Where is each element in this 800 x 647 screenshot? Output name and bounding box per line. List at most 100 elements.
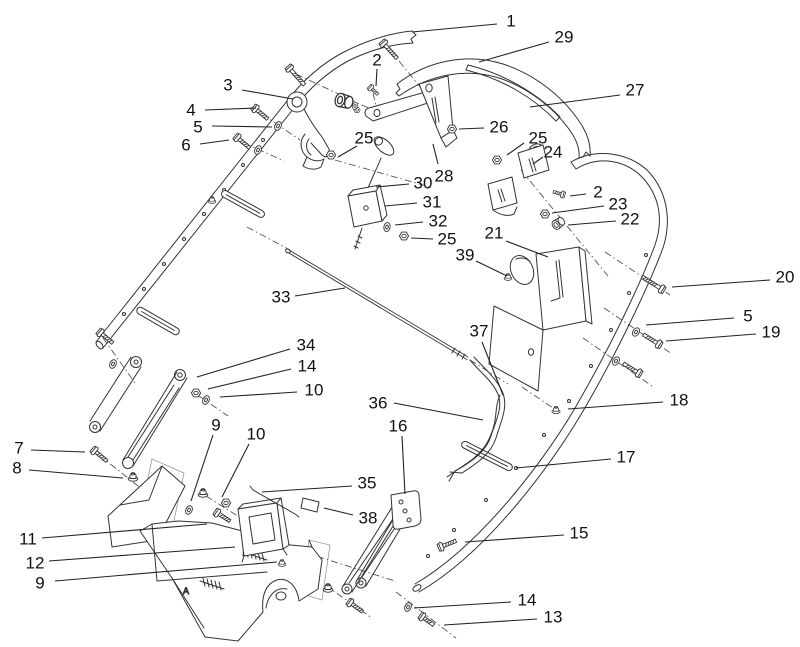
nut-glyph <box>220 498 232 508</box>
lower-handle-holes <box>426 253 648 558</box>
spacer-plate <box>300 497 320 513</box>
callout-label-23: 23 <box>609 195 628 214</box>
callout-label-30: 30 <box>414 174 433 193</box>
nut-glyph <box>491 155 503 165</box>
callout-label-14: 14 <box>298 357 317 376</box>
washer-glyph <box>254 145 262 155</box>
leader-line <box>515 458 612 469</box>
callout-label-18: 18 <box>670 391 689 410</box>
leader-line <box>54 561 278 582</box>
callout-label-29: 29 <box>555 28 574 47</box>
rope-guide <box>286 91 330 170</box>
callout-label-6: 6 <box>181 136 190 155</box>
callout-label-36: 36 <box>369 394 388 413</box>
leader-line <box>413 601 512 609</box>
bolt-glyph <box>621 361 644 379</box>
bolt-glyph <box>95 327 115 345</box>
leader-line <box>190 434 214 502</box>
leader-line <box>410 237 434 240</box>
callout-label-7: 7 <box>14 439 23 458</box>
leader-line <box>48 546 236 562</box>
leader-line <box>529 94 621 108</box>
bolt-glyph <box>641 332 664 350</box>
fnut-glyph <box>127 472 139 482</box>
leader-line <box>567 401 664 410</box>
bolt-glyph <box>232 132 252 150</box>
nut-glyph <box>190 388 202 398</box>
fastener-glyphs <box>89 38 667 628</box>
leader-line <box>464 534 565 543</box>
handle-mount-bracket <box>237 497 290 563</box>
nut-glyph <box>446 124 458 134</box>
callout-label-5: 5 <box>743 307 752 326</box>
pivot-bracket-right <box>487 143 550 216</box>
callout-label-9: 9 <box>35 574 44 593</box>
fnut-glyph <box>322 583 334 593</box>
leader-line <box>432 143 439 165</box>
washer-glyph <box>632 327 640 337</box>
leader-line <box>478 41 550 63</box>
screw-glyph <box>366 83 380 96</box>
washer-glyph <box>185 505 193 515</box>
leader-line <box>204 107 257 111</box>
handle-mounting-holes <box>122 138 265 316</box>
speed-control-housing <box>488 246 593 392</box>
leader-line <box>443 618 538 626</box>
leader-line <box>569 193 587 197</box>
mower-deck-rear: A <box>139 520 323 642</box>
callout-label-5: 5 <box>193 118 202 137</box>
leader-line <box>458 127 485 130</box>
slotted-links-right <box>341 490 422 595</box>
callout-label-33: 33 <box>272 288 291 307</box>
leader-line <box>219 391 298 398</box>
washer-glyph <box>404 602 412 612</box>
bolt-glyph <box>212 507 232 524</box>
fnut-glyph <box>551 405 561 414</box>
callout-label-28: 28 <box>435 167 454 186</box>
slotted-link-left <box>122 369 188 469</box>
leader-line <box>393 402 484 421</box>
washer-glyph <box>383 222 391 232</box>
callout-label-20: 20 <box>776 268 795 287</box>
callout-label-37: 37 <box>470 322 489 341</box>
callout-label-17: 17 <box>617 448 636 467</box>
callout-label-27: 27 <box>626 81 645 100</box>
callout-label-24: 24 <box>544 143 563 162</box>
pivot-bracket-left <box>418 75 458 148</box>
leader-line <box>323 507 354 516</box>
lower-handle-tube <box>412 153 668 593</box>
handle-trim-strip <box>465 64 561 122</box>
callout-label-25: 25 <box>438 230 457 249</box>
washer-glyph <box>352 102 358 110</box>
fnut-glyph <box>197 488 209 498</box>
callout-label-38: 38 <box>359 509 378 528</box>
leader-line <box>401 435 406 495</box>
callout-label-25: 25 <box>529 129 548 148</box>
leader-line <box>221 443 250 498</box>
callout-label-11: 11 <box>19 530 37 549</box>
bush-glyph <box>334 92 354 109</box>
callout-label-4: 4 <box>186 101 195 120</box>
callout-label-34: 34 <box>297 336 316 355</box>
leader-line <box>261 485 353 493</box>
callout-label-10: 10 <box>305 381 324 400</box>
leader-line <box>551 205 605 214</box>
leader-line <box>199 139 230 145</box>
deck-letter-marking: A <box>183 586 189 596</box>
leader-line <box>394 221 424 226</box>
nut-glyph <box>325 150 337 160</box>
callout-label-25: 25 <box>355 129 374 148</box>
callout-label-14: 14 <box>518 591 537 610</box>
callout-label-31: 31 <box>423 193 442 212</box>
callout-label-2: 2 <box>593 183 602 202</box>
leader-line <box>505 240 549 258</box>
callout-label-19: 19 <box>762 323 781 342</box>
leader-line <box>481 341 504 396</box>
leader-line <box>671 279 771 288</box>
nut-glyph <box>398 231 410 241</box>
starter-handle-assembly <box>347 136 395 250</box>
callout-label-35: 35 <box>358 474 377 493</box>
leader-line <box>294 287 346 297</box>
lower-support-arm <box>89 356 142 433</box>
